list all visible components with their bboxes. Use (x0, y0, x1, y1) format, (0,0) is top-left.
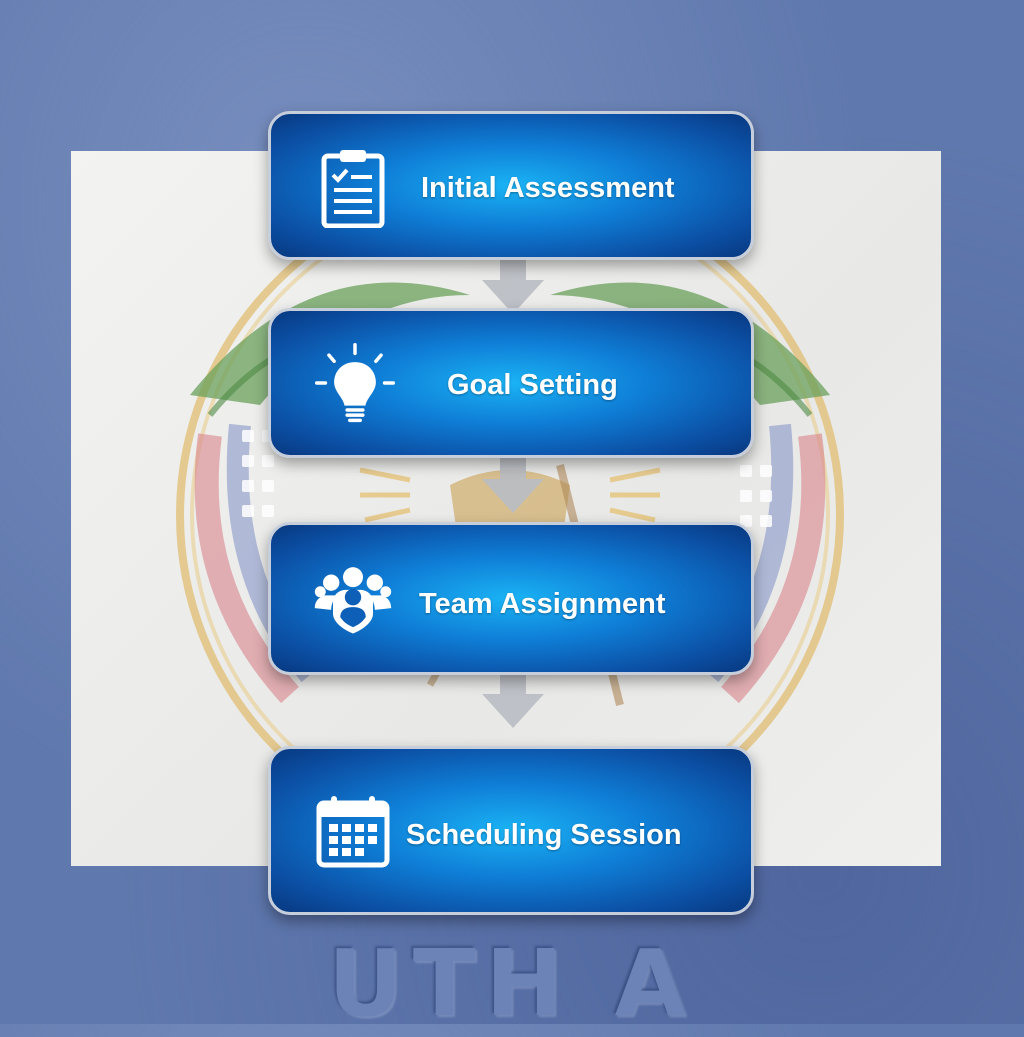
team-icon (313, 559, 393, 639)
flow-arrow-3 (482, 672, 544, 728)
flow-arrow-2 (482, 457, 544, 513)
step-label: Team Assignment (419, 588, 666, 620)
flow-arrow-1 (482, 258, 544, 314)
clipboard-icon (313, 148, 393, 228)
calendar-icon (313, 791, 393, 871)
step-label: Goal Setting (447, 369, 618, 401)
step-initial-assessment: Initial Assessment (268, 111, 754, 260)
step-label: Scheduling Session (406, 819, 682, 851)
step-label: Initial Assessment (421, 172, 675, 204)
state-seal-watermark (176, 255, 844, 755)
step-scheduling-session: Scheduling Session (268, 746, 754, 915)
lightbulb-icon (315, 343, 395, 423)
footer-watermark-text: UTH A (328, 930, 696, 1037)
step-team-assignment: Team Assignment (268, 522, 754, 675)
step-goal-setting: Goal Setting (268, 308, 754, 458)
